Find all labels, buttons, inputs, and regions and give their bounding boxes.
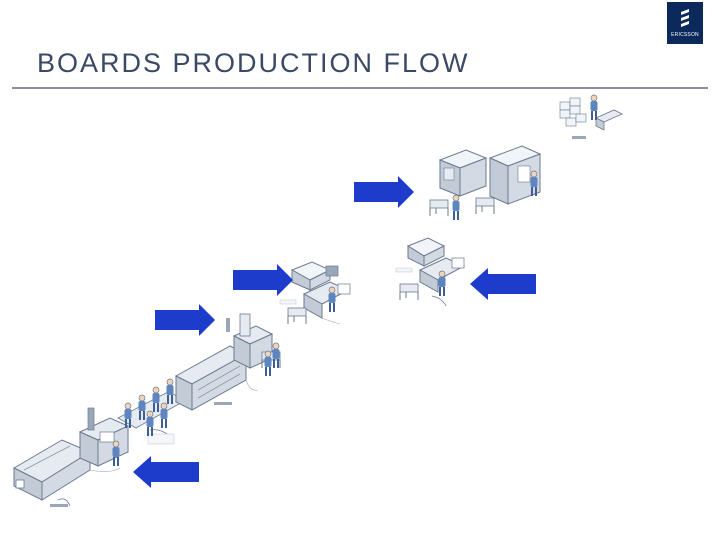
left-arrow-icon xyxy=(470,268,536,300)
left-arrow-icon xyxy=(133,456,199,488)
machine-line-station xyxy=(12,439,92,507)
right-arrow-icon xyxy=(354,176,414,208)
machine-repair-station xyxy=(395,237,466,307)
ericsson-logo-icon: ERICSSON xyxy=(667,2,703,44)
page-title: Boards production flow xyxy=(37,48,470,78)
machine-inspection-station xyxy=(226,313,281,377)
machine-final-test-cabinets xyxy=(429,145,542,221)
machine-placement-station xyxy=(78,407,175,467)
flow-connectors xyxy=(89,317,341,472)
right-arrow-icon xyxy=(155,304,215,336)
machine-reflow-oven xyxy=(174,345,248,411)
machine-test-station xyxy=(279,261,351,325)
machine-packing-station xyxy=(559,94,623,139)
logo-wordmark: ERICSSON xyxy=(671,32,699,38)
title-divider xyxy=(12,87,708,89)
right-arrow-icon xyxy=(233,264,293,296)
